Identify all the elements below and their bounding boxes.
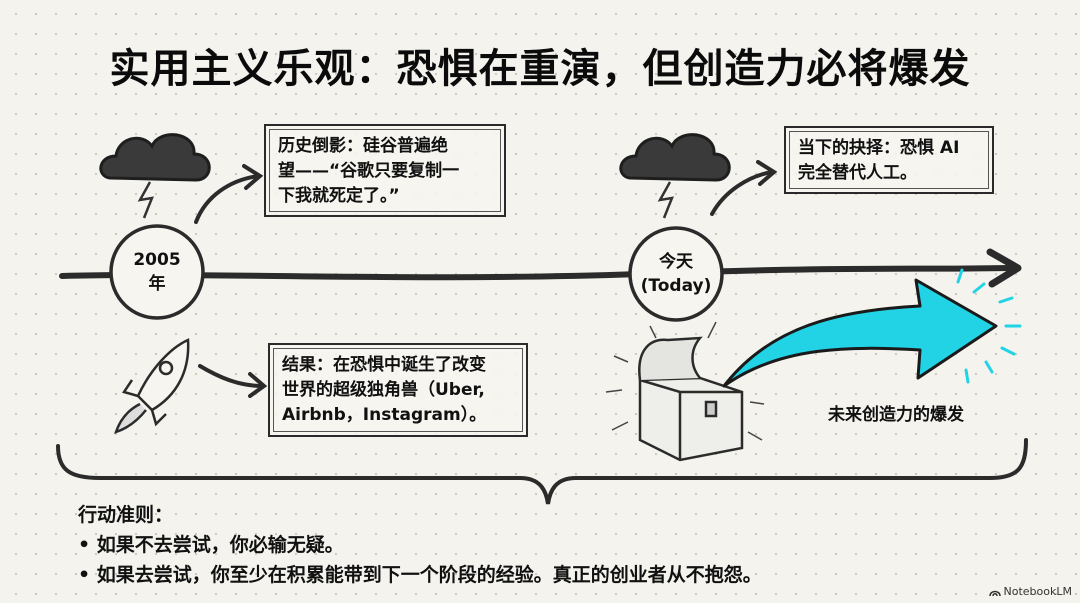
brand-label: NotebookLM xyxy=(1003,585,1072,598)
result-line: Airbnb，Instagram）。 xyxy=(282,405,487,425)
present-line: 完全替代人工。 xyxy=(798,163,917,183)
page-title: 实用主义乐观：恐惧在重演，但创造力必将爆发 xyxy=(109,46,971,92)
node-today-cn: 今天 xyxy=(659,252,693,272)
storm-cloud-icon xyxy=(619,133,731,219)
node-circle-2005 xyxy=(109,224,205,320)
rule-item: • 如果去尝试，你至少在积累能带到下一个阶段的经验。真正的创业者从不抱怨。 xyxy=(78,564,762,586)
node-today-en: (Today) xyxy=(640,276,712,296)
treasure-chest-icon xyxy=(605,321,765,462)
arrow-to-history-icon xyxy=(194,174,260,224)
result-line: 世界的超级独角兽（Uber, xyxy=(282,380,485,400)
history-line: 望——“谷歌只要复制一 xyxy=(278,161,460,181)
rules-heading: 行动准则： xyxy=(78,504,174,526)
arrow-to-present-icon xyxy=(710,170,774,216)
timeline-node-2005: 2005 年 xyxy=(111,248,203,296)
future-label: 未来创造力的爆发 xyxy=(828,405,964,425)
brace-icon xyxy=(56,438,1028,505)
node-circle-today xyxy=(628,226,724,322)
result-line: 结果：在恐惧中诞生了改变 xyxy=(282,355,486,375)
history-line: 历史倒影：硅谷普遍绝 xyxy=(278,136,448,156)
storm-cloud-icon xyxy=(99,133,211,219)
history-line: 下我就死定了。” xyxy=(278,186,400,206)
sparkle-lines-icon xyxy=(956,268,1022,384)
timeline-arrowhead-icon xyxy=(986,248,1022,288)
rocket-icon xyxy=(114,338,190,434)
result-box: 结果：在恐惧中诞生了改变 世界的超级独角兽（Uber, Airbnb，Insta… xyxy=(268,343,528,437)
timeline-node-today: 今天 (Today) xyxy=(630,250,722,298)
notebooklm-logo-icon xyxy=(988,590,1001,596)
brand-watermark: NotebookLM xyxy=(988,585,1072,598)
rule-item: • 如果不去尝试，你必输无疑。 xyxy=(78,534,344,556)
present-line: 当下的抉择：恐惧 AI xyxy=(798,138,960,158)
node-year: 2005 xyxy=(133,250,181,270)
node-unit: 年 xyxy=(148,274,166,294)
present-box: 当下的抉择：恐惧 AI 完全替代人工。 xyxy=(784,126,994,194)
history-box: 历史倒影：硅谷普遍绝 望——“谷歌只要复制一 下我就死定了。” xyxy=(264,124,506,217)
cyan-arrow-icon xyxy=(722,278,998,388)
arrow-to-result-icon xyxy=(198,364,264,388)
action-rules: 行动准则： • 如果不去尝试，你必输无疑。 • 如果去尝试，你至少在积累能带到下… xyxy=(78,500,762,590)
